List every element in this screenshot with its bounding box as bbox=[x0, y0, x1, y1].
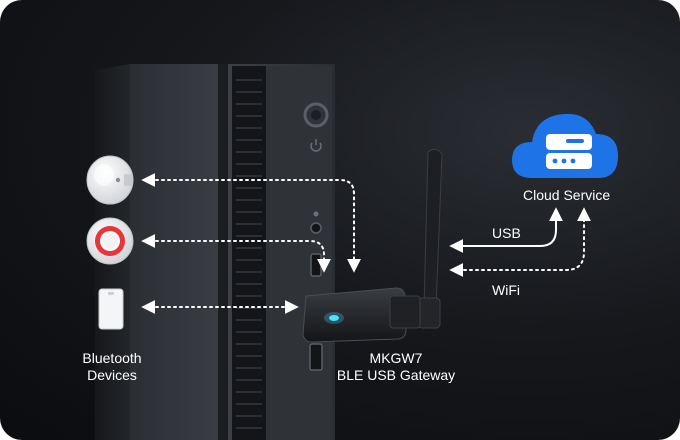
gateway-description: BLE USB Gateway bbox=[336, 367, 456, 383]
emergency-button-icon bbox=[86, 217, 134, 265]
connection-arrow-plug bbox=[141, 173, 361, 273]
gateway-label: MKGW7 BLE USB Gateway bbox=[330, 350, 462, 384]
cloud-server-icon bbox=[512, 113, 618, 178]
wifi-link-arrow bbox=[449, 207, 591, 277]
bluetooth-label-line2: Devices bbox=[87, 367, 137, 383]
connection-arrow-button bbox=[141, 234, 331, 273]
smart-plug-icon bbox=[86, 155, 134, 205]
cloud-service-label: Cloud Service bbox=[523, 187, 611, 203]
wifi-label: WiFi bbox=[492, 282, 520, 298]
bluetooth-devices-label: Bluetooth Devices bbox=[72, 350, 152, 384]
bluetooth-label-line1: Bluetooth bbox=[82, 350, 142, 366]
beacon-tag-icon bbox=[98, 288, 124, 330]
usb-label: USB bbox=[492, 225, 521, 241]
gateway-model-name: MKGW7 bbox=[369, 350, 423, 366]
usb-gateway-icon bbox=[302, 148, 443, 343]
